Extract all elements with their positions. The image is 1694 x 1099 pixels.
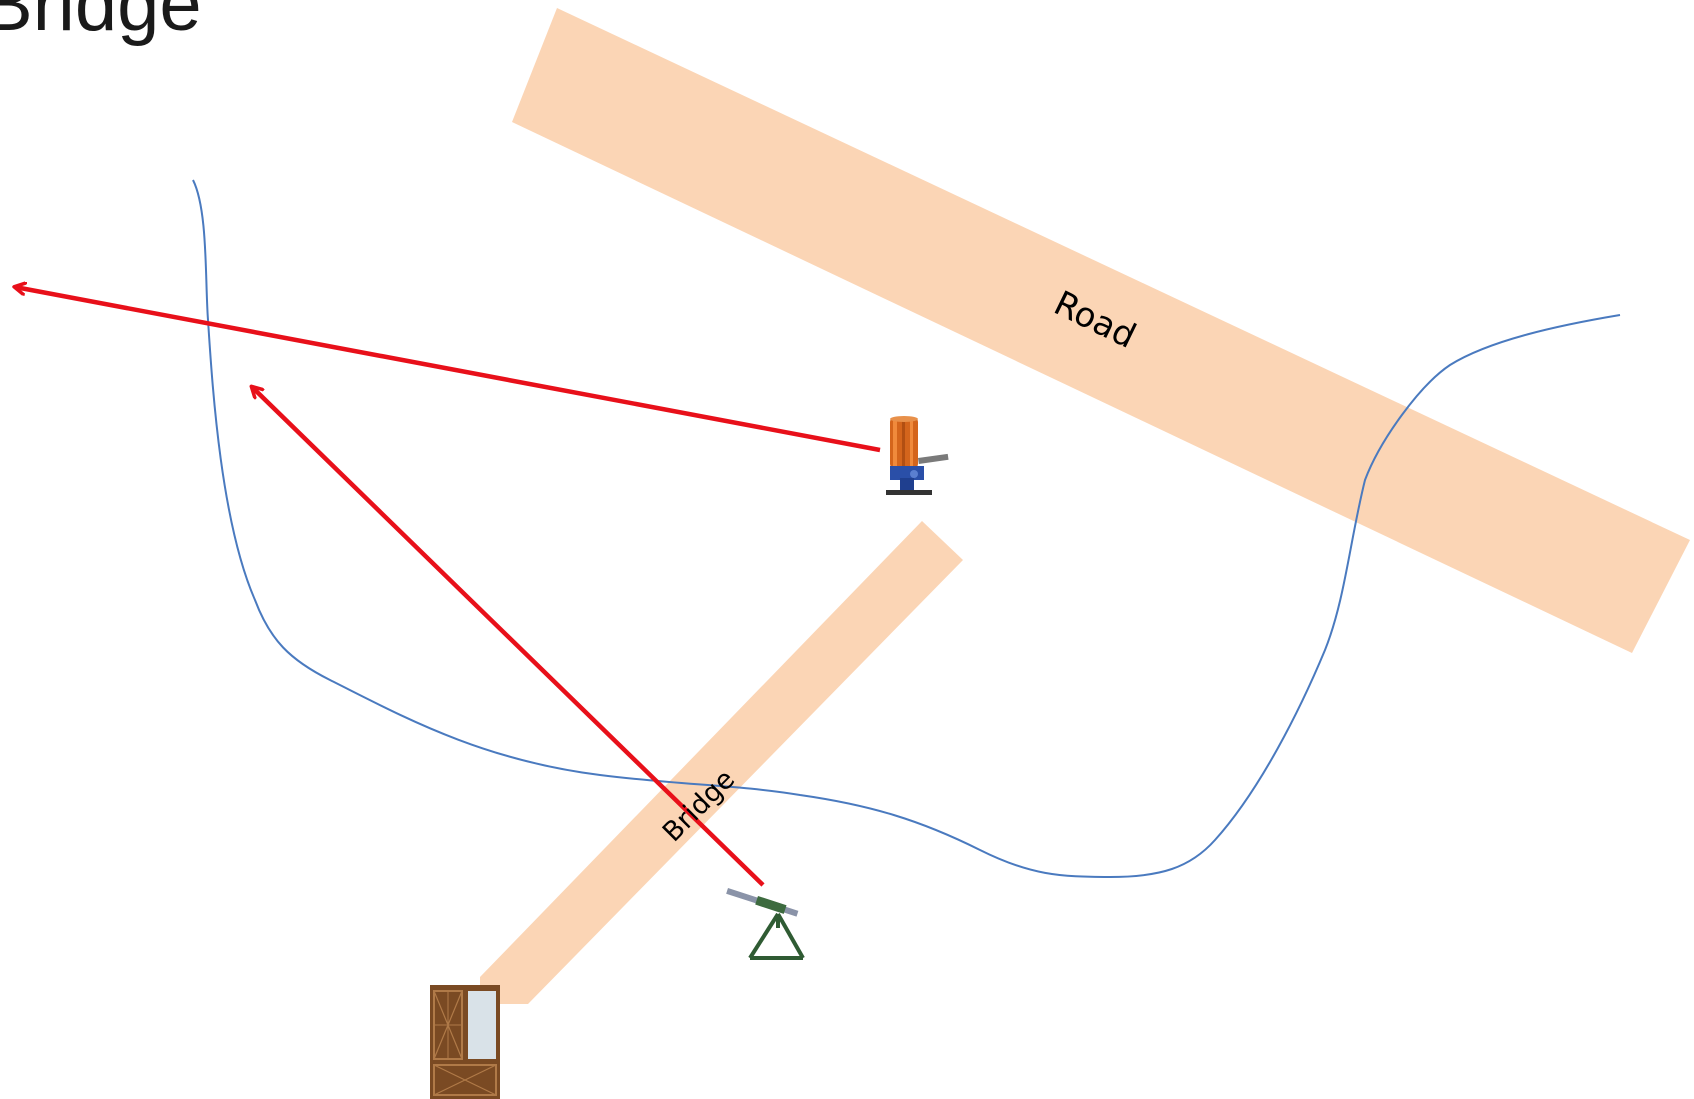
- bridge-band: [480, 521, 963, 1004]
- mounted-gun-on-tripod-icon: [726, 888, 805, 960]
- slide-title: Bridge: [0, 0, 202, 47]
- trap-flight-arrow: [15, 287, 881, 453]
- gun-shot-arrow: [252, 387, 765, 887]
- river-line: [192, 179, 1621, 879]
- wooden-shooting-stand-icon: [430, 985, 500, 1099]
- road-band: [512, 8, 1690, 653]
- clay-target-trap-machine-icon: [886, 416, 949, 495]
